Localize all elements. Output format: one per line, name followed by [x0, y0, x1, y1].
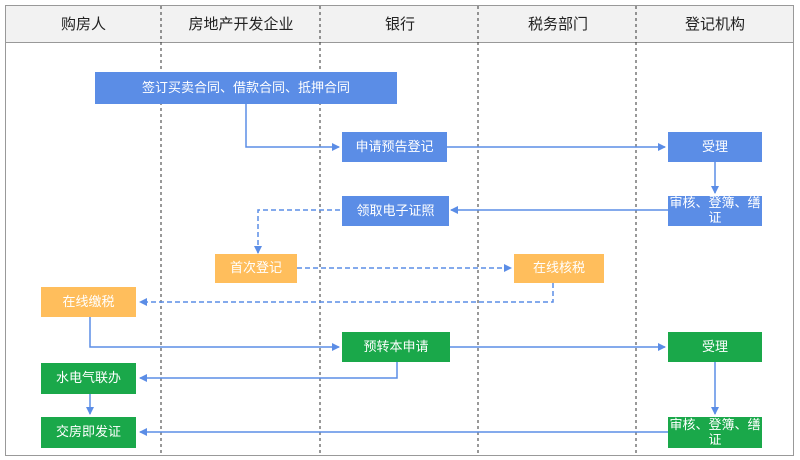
arrow-taxcheck-to-taxpay: [139, 283, 554, 306]
node-receive-e-certificate: 领取电子证照: [342, 196, 449, 226]
arrow-taxpay-to-pretransfer: [89, 317, 340, 351]
lane-header-bank: 银行: [384, 15, 415, 33]
lane-header-registry: 登记机构: [684, 15, 745, 33]
node-first-registration: 首次登记: [215, 254, 297, 283]
node-review-register-2: 审核、登簿、缮证: [668, 417, 762, 448]
node-accept-1: 受理: [668, 132, 762, 162]
lane-header-developer: 房地产开发企业: [188, 15, 294, 33]
node-online-tax-payment: 在线缴税: [41, 287, 136, 317]
lane-header-tax: 税务部门: [527, 15, 588, 33]
node-online-tax-check: 在线核税: [514, 254, 604, 283]
node-utilities-joint-handling: 水电气联办: [41, 363, 136, 394]
node-apply-presale-registration: 申请预告登记: [342, 132, 447, 162]
node-accept-2: 受理: [668, 332, 762, 362]
arrow-contract-to-presale: [245, 104, 340, 151]
node-handover-and-certificate: 交房即发证: [41, 417, 136, 448]
arrow-ecert-to-firstreg: [254, 209, 340, 254]
diagram-frame: [5, 5, 794, 456]
lane-header-buyer: 购房人: [60, 15, 106, 33]
arrow-pretransfer-to-utilities: [139, 362, 398, 382]
node-sign-contracts: 签订买卖合同、借款合同、抵押合同: [95, 72, 397, 104]
node-pre-transfer-application: 预转本申请: [342, 332, 450, 362]
node-review-register-1: 审核、登簿、缮证: [668, 196, 762, 226]
swimlane-header: 购房人 房地产开发企业 银行 税务部门 登记机构: [6, 6, 793, 43]
